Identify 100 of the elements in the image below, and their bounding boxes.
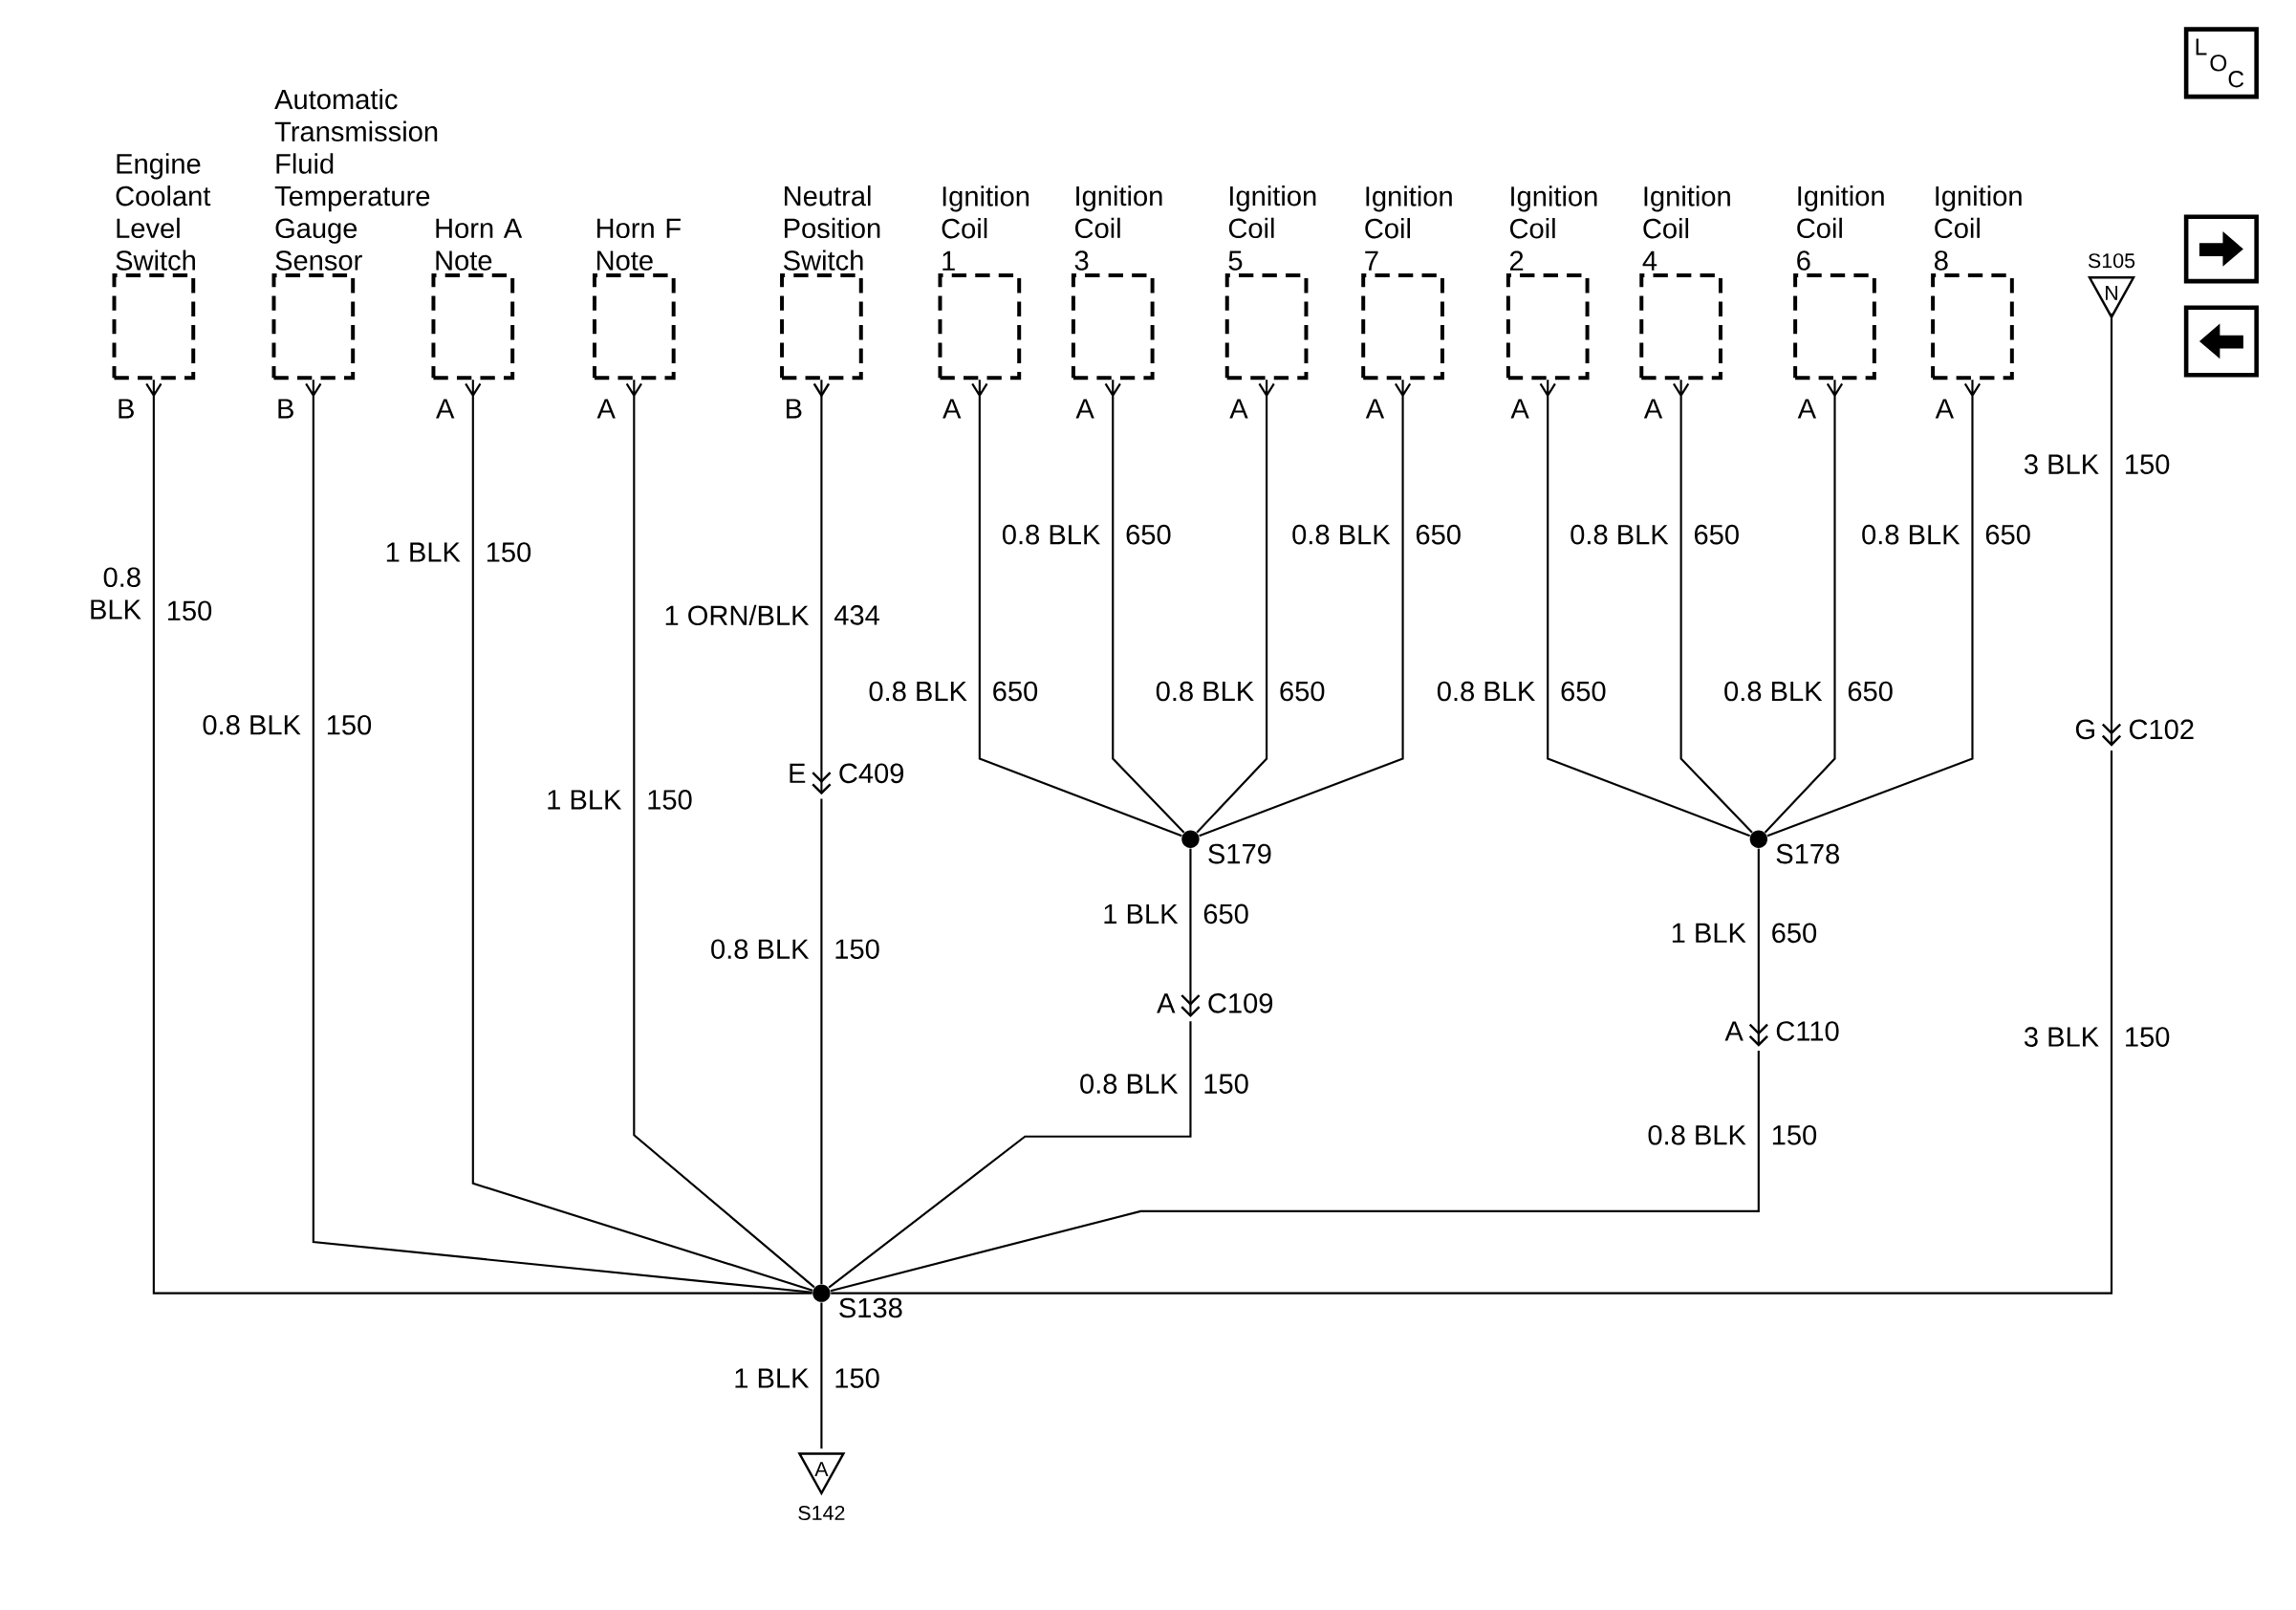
- wire-label: 0.8 BLK: [91, 567, 141, 620]
- wire-label: 0.8 BLK: [1862, 525, 1960, 545]
- wire-label: 1 BLK: [548, 790, 622, 810]
- wire-label: 1 BLK: [386, 542, 461, 562]
- splice-dot: [812, 1284, 831, 1303]
- circuit-number: 650: [1126, 525, 1171, 545]
- wire-label: 1 BLK: [1672, 924, 1746, 944]
- component-label: Engine Coolant Level Switch: [116, 153, 211, 271]
- circuit-number: 650: [1985, 525, 2030, 545]
- circuit-number: 650: [1280, 682, 1325, 702]
- pin-letter: A: [1229, 399, 1248, 419]
- circuit-number: 150: [487, 542, 531, 563]
- connector-label: C409: [839, 763, 904, 784]
- pin-letter: A: [1797, 399, 1817, 419]
- wire-label: 0.8 BLK: [1724, 682, 1823, 702]
- wire: [305, 379, 813, 1294]
- splice-dot: [1181, 830, 1200, 849]
- wire-label: 0.8 BLK: [1292, 525, 1391, 545]
- pin-letter: A: [1075, 399, 1094, 419]
- circuit-number: 150: [2126, 1027, 2170, 1048]
- wire: [1198, 379, 1412, 838]
- component-label: Ignition Coil 2: [1509, 185, 1597, 271]
- wire: [465, 379, 814, 1292]
- component-label: Ignition Coil 8: [1935, 185, 2022, 271]
- component-label: Horn F Note: [596, 219, 681, 271]
- wire: [831, 751, 2113, 1295]
- pin-letter: E: [790, 764, 806, 784]
- pin-letter: A: [1510, 399, 1529, 419]
- splice-label: S105: [2088, 253, 2135, 269]
- splice-label: S142: [798, 1506, 845, 1521]
- wire-label: 0.8 BLK: [1570, 525, 1669, 545]
- circuit-number: 650: [1561, 682, 1606, 702]
- pin-letter: A: [942, 399, 962, 419]
- wire: [1104, 379, 1185, 835]
- circuit-number: 650: [1695, 525, 1739, 545]
- splice-label: S178: [1776, 844, 1839, 864]
- circuit-number: 150: [2126, 454, 2170, 475]
- connector-label: C102: [2129, 719, 2194, 740]
- wire-label: 1 BLK: [735, 1368, 810, 1388]
- wire: [971, 379, 1183, 838]
- wire: [1672, 379, 1754, 835]
- wire-label: 0.8 BLK: [203, 715, 301, 735]
- wire-label: 0.8 BLK: [1156, 682, 1254, 702]
- circuit-number: 434: [834, 605, 879, 625]
- circuit-number: 650: [1203, 903, 1248, 925]
- component-label: Ignition Coil 1: [942, 185, 1029, 271]
- circuit-number: 650: [1848, 682, 1893, 702]
- pin-letter: B: [787, 399, 802, 419]
- circuit-number: 150: [648, 790, 692, 810]
- wire: [1180, 848, 1201, 1018]
- wire: [830, 1051, 1760, 1293]
- splice-dot: [1749, 830, 1767, 849]
- pin-letter: A: [1365, 399, 1385, 419]
- wire: [1748, 848, 1768, 1047]
- splice-label: S138: [839, 1297, 902, 1318]
- pin-letter: B: [119, 399, 134, 419]
- component-label: Ignition Coil 6: [1797, 185, 1884, 271]
- pin-letter: B: [278, 399, 293, 419]
- wire-label: 3 BLK: [2024, 1027, 2099, 1048]
- pin-letter: A: [1724, 1021, 1744, 1041]
- circuit-number: 150: [835, 1368, 879, 1389]
- wire-label: 1 ORN/BLK: [665, 604, 810, 626]
- circuit-number: 150: [835, 939, 879, 960]
- wire-label: 1 BLK: [1104, 904, 1179, 925]
- wire-label: 0.8 BLK: [1648, 1125, 1746, 1145]
- wire: [812, 380, 832, 795]
- wire-label: 0.8 BLK: [711, 939, 810, 960]
- wire: [828, 1021, 1192, 1289]
- connector-label: C110: [1776, 1021, 1839, 1041]
- wire: [1196, 379, 1275, 834]
- circuit-number: 150: [1772, 1125, 1817, 1145]
- wire: [820, 798, 823, 1285]
- circuit-number: 150: [167, 600, 212, 621]
- wire: [145, 379, 813, 1295]
- wire-label: 0.8 BLK: [869, 682, 967, 702]
- pin-letter: A: [596, 399, 616, 419]
- component-label: Neutral Position Switch: [784, 185, 880, 271]
- pin-letter: A: [1935, 399, 1955, 419]
- wire-label: 0.8 BLK: [1080, 1074, 1179, 1095]
- wire: [1765, 379, 1982, 838]
- component-label: Horn A Note: [436, 219, 523, 271]
- circuit-number: 650: [993, 682, 1038, 702]
- wire-label: 3 BLK: [2024, 454, 2099, 475]
- wire: [1539, 379, 1751, 838]
- component-label: Ignition Coil 7: [1365, 185, 1452, 271]
- wire: [2101, 313, 2122, 747]
- connector-label: C109: [1208, 993, 1273, 1013]
- circuit-number: 650: [1772, 923, 1817, 944]
- pin-letter: G: [2075, 719, 2094, 740]
- wire: [625, 379, 815, 1289]
- wire: [1764, 379, 1844, 834]
- component-label: Ignition Coil 3: [1074, 185, 1162, 271]
- pin-letter: A: [1157, 993, 1176, 1013]
- component-label: Ignition Coil 4: [1642, 185, 1730, 271]
- splice-label: S179: [1208, 844, 1271, 864]
- wire: [820, 1302, 823, 1449]
- component-label: Ignition Coil 5: [1228, 185, 1316, 271]
- circuit-number: 150: [1204, 1074, 1248, 1095]
- pin-letter: A: [436, 399, 455, 419]
- wire-label: 0.8 BLK: [1002, 525, 1100, 545]
